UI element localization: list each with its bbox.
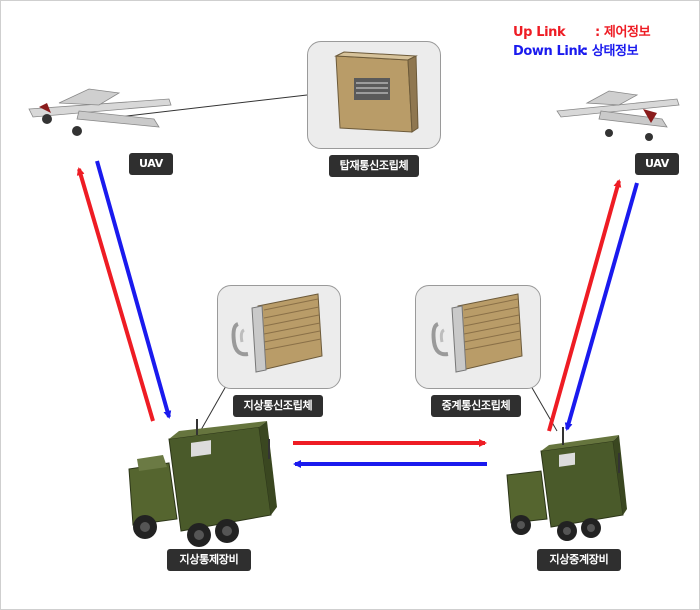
legend-uplink-value: : 제어정보 <box>595 25 651 40</box>
relay-comm-label: 중계통신조립체 <box>431 395 521 417</box>
uplink-arrow-right <box>547 179 622 432</box>
ground-comm-label: 지상통신조립체 <box>233 395 323 417</box>
legend-downlink: Down Link: 상태정보 <box>513 42 650 61</box>
comm-module-icon <box>334 51 419 133</box>
uav-right-label: UAV <box>635 153 679 175</box>
uav-left-label: UAV <box>129 153 173 175</box>
ground-control-label: 지상통제장비 <box>167 549 251 571</box>
connector-uav-onboard <box>100 94 308 120</box>
onboard-comm-card <box>307 41 441 149</box>
onboard-comm-label: 탑재통신조립체 <box>329 155 419 177</box>
legend-uplink-key: Up Link <box>513 25 566 40</box>
downlink-arrow-right <box>564 182 639 431</box>
connector-ground-module <box>196 385 227 438</box>
connector-relay-module <box>530 385 558 432</box>
legend-uplink: Up Link : 제어정보 <box>513 23 651 42</box>
ground-relay-label: 지상중계장비 <box>537 549 621 571</box>
relay-comm-card <box>415 285 541 389</box>
legend-downlink-value: : 상태정보 <box>583 44 639 59</box>
uplink-arrow-left <box>76 167 155 422</box>
legend-downlink-key: Down Link <box>513 44 586 59</box>
comm-module-icon <box>431 293 523 373</box>
comm-module-icon <box>231 293 323 373</box>
ground-comm-card <box>217 285 341 389</box>
legend: Up Link : 제어정보 Down Link: 상태정보 <box>513 23 651 61</box>
downlink-arrow-left <box>95 160 172 419</box>
